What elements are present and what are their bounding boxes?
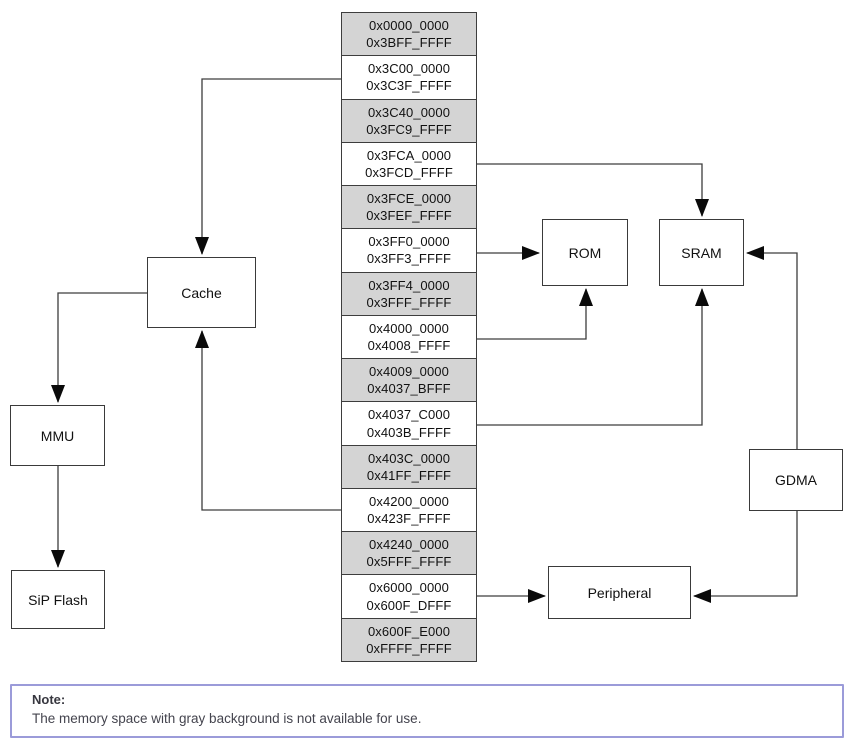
memory-row: 0x0000_0000 0x3BFF_FFFF <box>342 13 476 56</box>
connector-0x3c00-to-cache <box>195 78 341 255</box>
memory-row-start: 0x3C40_0000 <box>367 104 451 120</box>
memory-row-start: 0x0000_0000 <box>369 17 449 33</box>
connector-0x4200-to-cache <box>195 330 341 511</box>
memory-row-end: 0x3C3F_FFFF <box>366 78 452 94</box>
memory-row-end: 0x3FC9_FFFF <box>366 121 452 137</box>
gdma-block: GDMA <box>749 449 843 511</box>
connector-cache-to-mmu <box>51 292 147 403</box>
rom-block: ROM <box>542 219 628 286</box>
memory-row: 0x3C40_0000 0x3FC9_FFFF <box>342 98 476 142</box>
memory-row-end: 0x600F_DFFF <box>366 597 452 613</box>
memory-row-start: 0x3FF4_0000 <box>368 277 450 293</box>
memory-row-start: 0x600F_E000 <box>367 623 451 639</box>
memory-row-end: 0x41FF_FFFF <box>366 467 452 483</box>
memory-row-end: 0x3FCD_FFFF <box>365 164 453 180</box>
peripheral-block: Peripheral <box>548 566 691 619</box>
memory-row-end: 0x3BFF_FFFF <box>366 35 452 51</box>
memory-row: 0x3FF4_0000 0x3FFF_FFFF <box>342 271 476 315</box>
memory-row: 0x3FF0_0000 0x3FF3_FFFF <box>342 228 476 272</box>
memory-row-end: 0x423F_FFFF <box>367 511 451 527</box>
memory-row-start: 0x4009_0000 <box>369 364 449 380</box>
memory-row-start: 0x3FCA_0000 <box>366 147 452 163</box>
note-box: Note: The memory space with gray backgro… <box>10 684 844 738</box>
memory-map-column: 0x0000_0000 0x3BFF_FFFF 0x3C00_0000 0x3C… <box>341 12 477 662</box>
memory-row-start: 0x4200_0000 <box>369 493 449 509</box>
memory-row: 0x4200_0000 0x423F_FFFF <box>342 487 476 532</box>
connector-0x4000-to-rom <box>475 288 593 340</box>
memory-row: 0x4240_0000 0x5FFF_FFFF <box>342 531 476 575</box>
sram-block: SRAM <box>659 219 744 286</box>
memory-row-start: 0x4000_0000 <box>369 320 449 336</box>
memory-row-start: 0x403C_0000 <box>367 450 451 466</box>
memory-row-start: 0x4240_0000 <box>369 537 449 553</box>
memory-row-start: 0x3FCE_0000 <box>366 191 452 207</box>
memory-row-end: 0x4008_FFFF <box>367 337 451 353</box>
memory-row-end: 0x5FFF_FFFF <box>366 554 452 570</box>
connector-gdma-to-peripheral <box>693 511 798 603</box>
memory-row-start: 0x4037_C000 <box>367 407 451 423</box>
memory-row-end: 0x3FF3_FFFF <box>366 251 452 267</box>
connector-0x4037-to-sram <box>475 288 709 426</box>
note-title: Note: <box>32 692 66 707</box>
memory-row-end: 0x403B_FFFF <box>366 424 452 440</box>
memory-row: 0x403C_0000 0x41FF_FFFF <box>342 444 476 488</box>
connector-gdma-to-sram <box>746 246 798 449</box>
sip-flash-block: SiP Flash <box>11 570 105 629</box>
note-body: The memory space with gray background is… <box>32 711 422 726</box>
cache-block: Cache <box>147 257 256 328</box>
connector-0x3fca-to-sram <box>475 163 709 217</box>
memory-row: 0x4037_C000 0x403B_FFFF <box>342 401 476 445</box>
memory-row: 0x600F_E000 0xFFFF_FFFF <box>342 617 476 661</box>
memory-row-end: 0x3FEF_FFFF <box>366 208 452 224</box>
memory-row-start: 0x3FF0_0000 <box>368 234 450 250</box>
memory-row-end: 0xFFFF_FFFF <box>366 640 452 656</box>
memory-row-end: 0x4037_BFFF <box>367 381 451 397</box>
memory-row: 0x3FCA_0000 0x3FCD_FFFF <box>342 141 476 186</box>
memory-row: 0x3FCE_0000 0x3FEF_FFFF <box>342 185 476 229</box>
memory-row-end: 0x3FFF_FFFF <box>366 294 452 310</box>
memory-row: 0x6000_0000 0x600F_DFFF <box>342 574 476 618</box>
memory-row: 0x4000_0000 0x4008_FFFF <box>342 314 476 359</box>
mmu-block: MMU <box>10 405 105 466</box>
memory-row: 0x4009_0000 0x4037_BFFF <box>342 358 476 402</box>
memory-row-start: 0x6000_0000 <box>369 580 449 596</box>
memory-row: 0x3C00_0000 0x3C3F_FFFF <box>342 55 476 99</box>
memory-row-start: 0x3C00_0000 <box>367 61 451 77</box>
